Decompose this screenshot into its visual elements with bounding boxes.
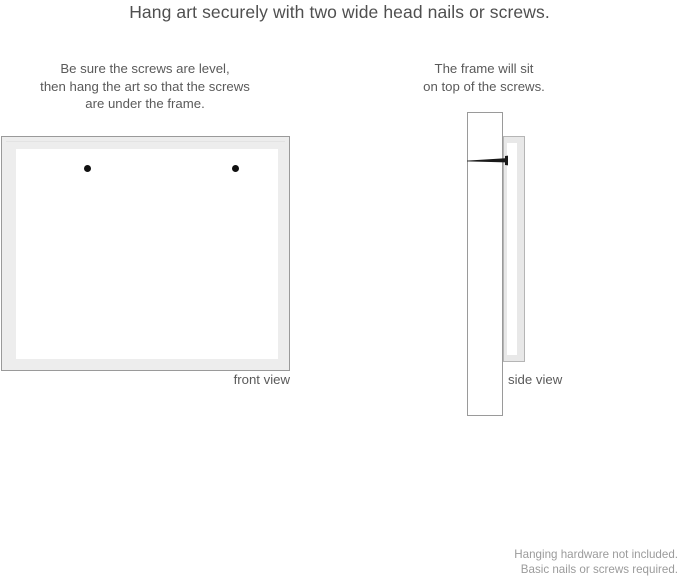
side-view-caption-line-2: on top of the screws. — [423, 78, 545, 94]
picture-frame-outer — [1, 136, 290, 371]
front-view-caption-line-3: are under the frame. — [85, 96, 205, 111]
side-view-caption-line-1: The frame will sit — [434, 61, 534, 76]
side-view-caption: The frame will sit on top of the screws. — [394, 60, 574, 95]
page-title: Hang art securely with two wide head nai… — [129, 2, 550, 22]
footer-line-1: Hanging hardware not included. — [514, 548, 678, 561]
front-view-caption: Be sure the screws are level, then hang … — [0, 60, 290, 113]
front-view-diagram — [1, 136, 290, 371]
picture-frame-artwork-area — [16, 149, 278, 359]
left-screw-dot — [84, 165, 91, 172]
front-view-label: front view — [233, 372, 290, 387]
footer-note: Hanging hardware not included. Basic nai… — [278, 548, 678, 577]
wall-cross-section — [467, 112, 503, 416]
front-view-caption-line-1: Be sure the screws are level, — [60, 61, 230, 76]
side-view-label: side view — [508, 372, 563, 387]
front-view-caption-line-2: then hang the art so that the screws — [40, 78, 250, 94]
nail-icon — [467, 155, 509, 166]
side-view-diagram — [455, 105, 595, 425]
right-screw-dot — [232, 165, 239, 172]
footer-line-2: Basic nails or screws required. — [520, 562, 678, 576]
frame-cross-section-inner — [507, 143, 517, 355]
